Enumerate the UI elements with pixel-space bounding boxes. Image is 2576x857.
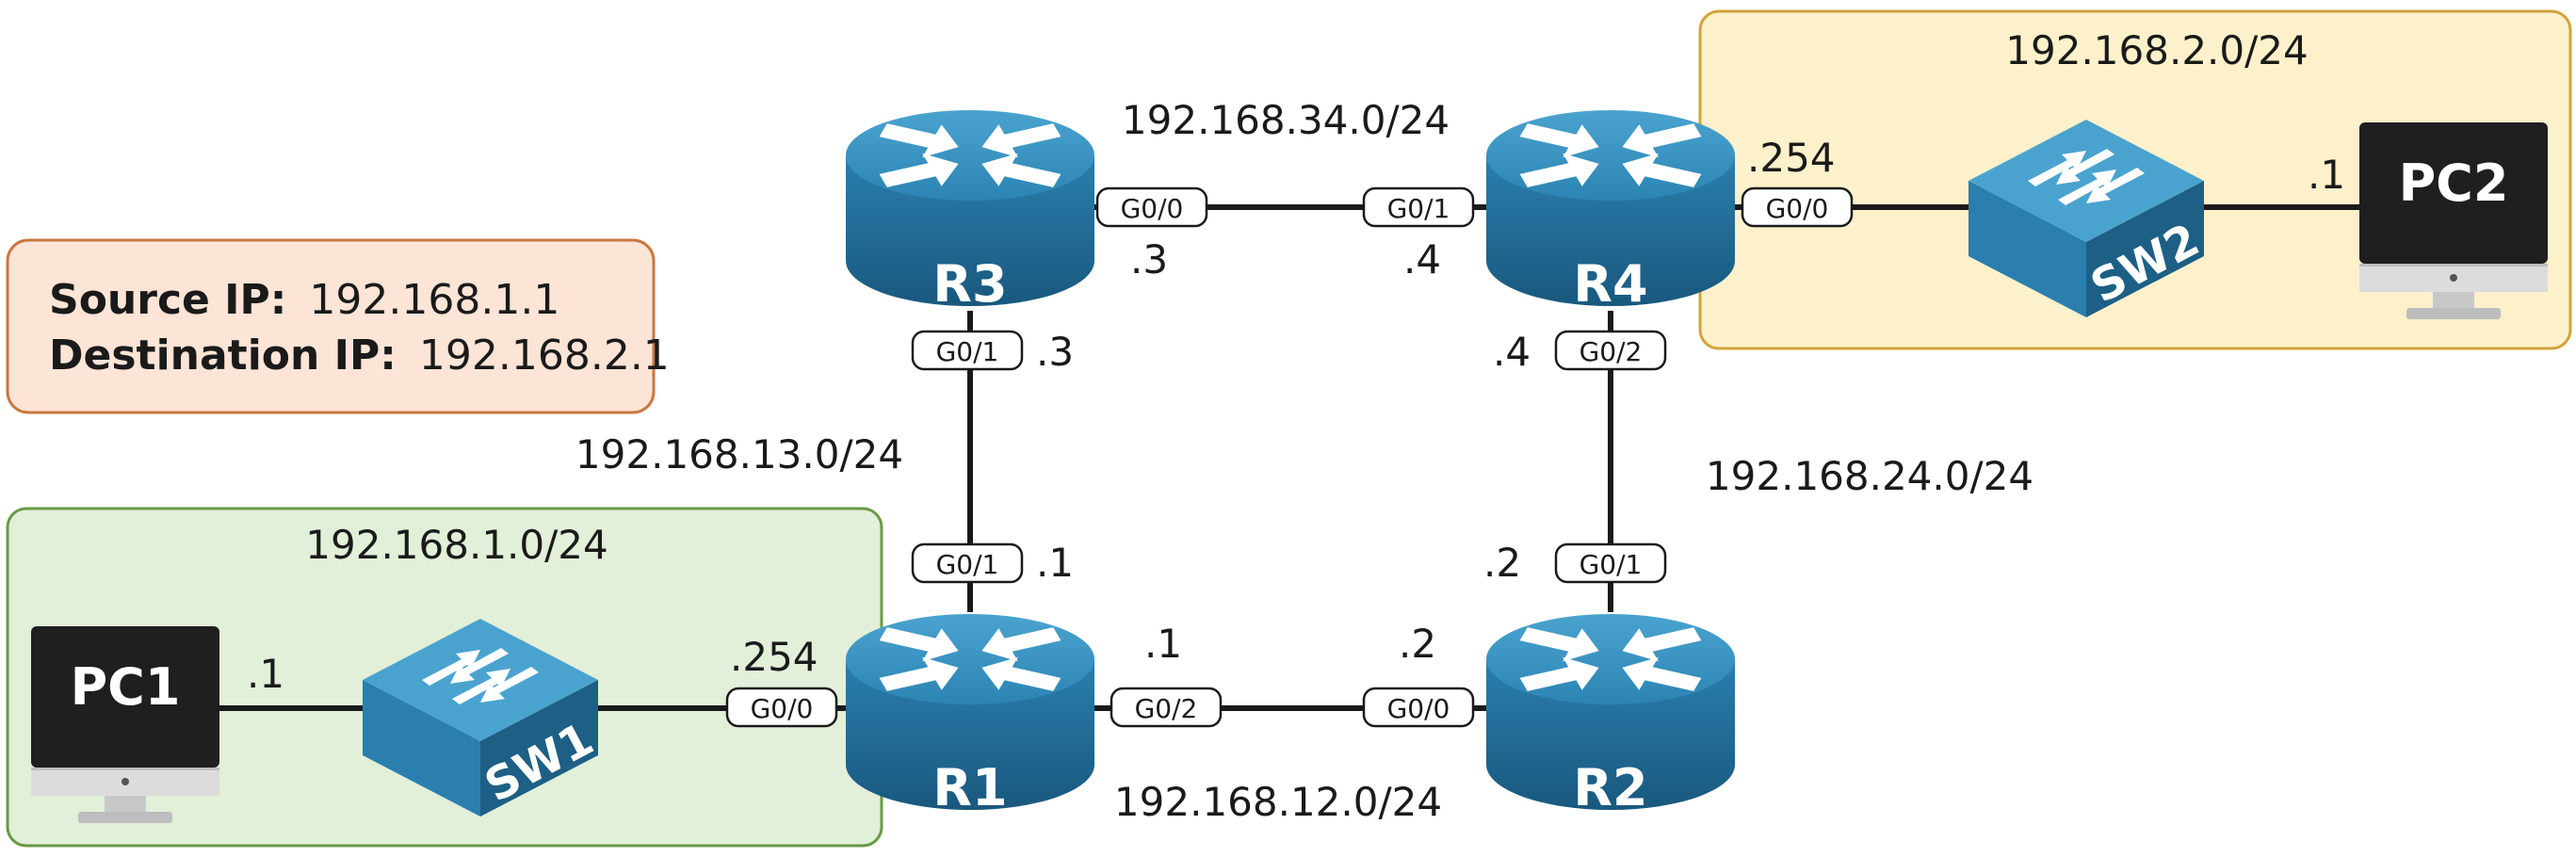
router-r4[interactable]: R4 — [1486, 110, 1735, 314]
host-r1-to-r2: .1 — [1144, 621, 1182, 667]
subnet-r3-r4: 192.168.34.0/24 — [1122, 97, 1450, 143]
host-r1-to-r3: .1 — [1036, 540, 1074, 586]
r2-label: R2 — [1573, 758, 1647, 817]
svg-text:G0/1: G0/1 — [1580, 549, 1643, 580]
svg-text:G0/0: G0/0 — [1766, 193, 1829, 224]
host-r3-to-r1: .3 — [1036, 329, 1074, 375]
subnet-r2-r4: 192.168.24.0/24 — [1706, 453, 2033, 499]
pc2-label: PC2 — [2399, 154, 2509, 213]
source-ip-line: Source IP: 192.168.1.1 — [49, 276, 559, 324]
port-r2-g00: G0/0 — [1362, 687, 1475, 728]
port-r3-g00: G0/0 — [1095, 186, 1208, 228]
svg-text:G0/2: G0/2 — [1135, 693, 1198, 724]
subnet-r1-r2: 192.168.12.0/24 — [1114, 779, 1442, 825]
port-r4-g02: G0/2 — [1554, 330, 1667, 371]
host-pc2: .1 — [2308, 152, 2345, 198]
host-pc1: .1 — [247, 651, 284, 697]
svg-text:G0/1: G0/1 — [1387, 193, 1450, 224]
host-r4-to-r3: .4 — [1403, 236, 1441, 283]
subnet-lan2: 192.168.2.0/24 — [2005, 27, 2308, 73]
source-ip-label: Source IP: — [49, 276, 286, 324]
router-r2[interactable]: R2 — [1486, 614, 1735, 817]
info-box — [6, 238, 656, 414]
pc-pc2[interactable]: PC2 — [2359, 122, 2548, 319]
svg-text:G0/0: G0/0 — [1121, 193, 1184, 224]
svg-text:G0/0: G0/0 — [751, 693, 814, 724]
port-r1-g00: G0/0 — [725, 687, 838, 728]
host-r1-lan: .254 — [730, 634, 818, 680]
svg-text:G0/1: G0/1 — [936, 549, 999, 580]
destination-ip-label: Destination IP: — [49, 331, 397, 380]
r3-label: R3 — [932, 254, 1007, 314]
port-r2-g01: G0/1 — [1554, 542, 1667, 584]
pc-pc1[interactable]: PC1 — [31, 626, 219, 823]
port-labels: G0/0 G0/1 G0/0 G0/1 G0/2 G0/1 G0/1 G0/0 — [725, 186, 1854, 728]
destination-ip-line: Destination IP: 192.168.2.1 — [49, 331, 670, 380]
destination-ip-value: 192.168.2.1 — [419, 331, 670, 380]
port-r1-g02: G0/2 — [1110, 687, 1223, 728]
svg-text:G0/0: G0/0 — [1387, 693, 1450, 724]
host-r4-to-r2: .4 — [1493, 329, 1531, 375]
port-r3-g01: G0/1 — [911, 330, 1024, 371]
port-r4-g01: G0/1 — [1362, 186, 1475, 228]
host-r3-to-r4: .3 — [1130, 236, 1168, 283]
router-r1[interactable]: R1 — [846, 614, 1094, 817]
r4-label: R4 — [1573, 254, 1647, 314]
port-r1-g01: G0/1 — [911, 542, 1024, 584]
host-r2-to-r4: .2 — [1483, 540, 1521, 586]
pc1-label: PC1 — [71, 657, 181, 717]
subnet-lan1: 192.168.1.0/24 — [305, 522, 608, 568]
r1-label: R1 — [932, 758, 1007, 817]
source-ip-value: 192.168.1.1 — [309, 276, 559, 324]
host-r4-lan: .254 — [1747, 135, 1836, 181]
port-r4-g00: G0/0 — [1741, 186, 1854, 228]
host-r2-to-r1: .2 — [1399, 621, 1436, 667]
subnet-r1-r3: 192.168.13.0/24 — [575, 431, 903, 477]
svg-text:G0/2: G0/2 — [1580, 336, 1643, 367]
svg-text:G0/1: G0/1 — [936, 336, 999, 367]
router-r3[interactable]: R3 — [846, 110, 1094, 314]
